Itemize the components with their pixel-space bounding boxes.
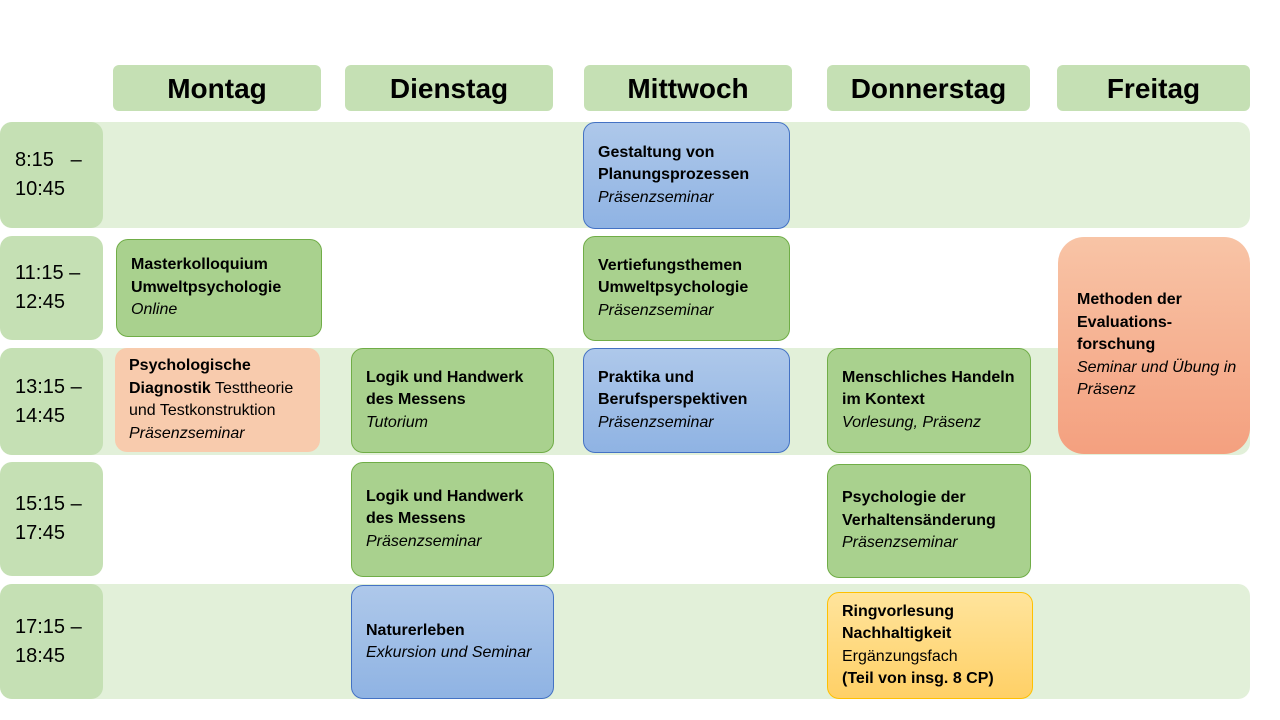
course-format: Vorlesung, Präsenz [842, 413, 982, 431]
course-format: Präsenzseminar [366, 532, 482, 550]
header-freitag: Freitag [1057, 65, 1250, 111]
course-format: Präsenzseminar [598, 188, 714, 206]
course-praktika-berufsperspektiven[interactable]: Praktika und Berufsperspektiven Präsenzs… [583, 348, 790, 453]
time-start: 17:15 – [15, 615, 82, 638]
course-title: Ringvorlesung Nachhaltigkeit [842, 602, 955, 643]
course-title: Masterkolloquium Umweltpsychologie [131, 256, 282, 296]
course-description: Psychologische Diagnostik Testtheorie un… [129, 355, 310, 423]
time-end: 10:45 [15, 178, 66, 200]
time-start: 8:15 – [15, 149, 82, 171]
course-masterkolloquium[interactable]: Masterkolloquium Umweltpsychologie Onlin… [116, 239, 322, 337]
course-title: Gestaltung von Planungsprozessen [598, 143, 750, 184]
course-format: Präsenzseminar [598, 413, 714, 431]
course-verhaltensaenderung[interactable]: Psychologie der Verhaltensänderung Präse… [827, 464, 1031, 578]
time-end: 18:45 [15, 644, 66, 667]
time-slot-4: 15:15 – 17:45 [0, 462, 103, 576]
course-title: Menschliches Handeln im Kontext [842, 368, 1015, 409]
time-end: 14:45 [15, 404, 66, 427]
course-ringvorlesung[interactable]: Ringvorlesung Nachhaltigkeit Ergänzungsf… [827, 592, 1033, 699]
time-start: 13:15 – [15, 375, 82, 398]
course-title: Methoden der Evaluations-forschung [1077, 291, 1182, 354]
course-format: Online [131, 301, 178, 319]
course-evaluationsforschung[interactable]: Methoden der Evaluations-forschung Semin… [1058, 237, 1250, 454]
course-title: Psychologische Diagnostik [129, 357, 251, 397]
course-format: Tutorium [366, 413, 428, 431]
course-format: Ergänzungsfach [842, 647, 958, 665]
course-title: Praktika und Berufsperspektiven [598, 368, 748, 409]
course-vertiefungsthemen[interactable]: Vertiefungsthemen Umweltpsychologie Präs… [583, 236, 790, 341]
time-slot-3: 13:15 – 14:45 [0, 348, 103, 455]
header-donnerstag: Donnerstag [827, 65, 1030, 111]
row-band-5 [0, 584, 1250, 699]
course-menschliches-handeln[interactable]: Menschliches Handeln im Kontext Vorlesun… [827, 348, 1031, 453]
course-psychologische-diagnostik[interactable]: Psychologische Diagnostik Testtheorie un… [115, 348, 320, 452]
course-logik-handwerk-seminar[interactable]: Logik und Handwerk des Messens Präsenzse… [351, 462, 554, 577]
header-montag: Montag [113, 65, 321, 111]
course-format: Präsenzseminar [842, 534, 958, 552]
header-dienstag: Dienstag [345, 65, 553, 111]
course-format: Seminar und Übung in Präsenz [1077, 358, 1237, 399]
time-slot-1: 8:15 – 10:45 [0, 122, 103, 228]
course-title: Logik und Handwerk des Messens [366, 368, 524, 409]
time-end: 17:45 [15, 522, 66, 544]
course-gestaltung-planungsprozessen[interactable]: Gestaltung von Planungsprozessen Präsenz… [583, 122, 790, 229]
course-title: Psychologie der Verhaltensänderung [842, 489, 996, 529]
course-credits: (Teil von insg. 8 CP) [842, 670, 994, 687]
course-title: Vertiefungsthemen Umweltpsychologie [598, 256, 749, 297]
course-title: Naturerleben [366, 621, 465, 639]
course-format: Präsenzseminar [129, 424, 245, 442]
course-naturerleben[interactable]: Naturerleben Exkursion und Seminar [351, 585, 554, 699]
course-logik-handwerk-tutorium[interactable]: Logik und Handwerk des Messens Tutorium [351, 348, 554, 453]
time-slot-5: 17:15 – 18:45 [0, 584, 103, 699]
time-start: 11:15 – [15, 262, 81, 284]
course-format: Präsenzseminar [598, 301, 714, 319]
course-format: Exkursion und Seminar [366, 644, 532, 661]
time-slot-2: 11:15 – 12:45 [0, 236, 103, 340]
course-subtitle: Testtheorie und Testkonstruktion [129, 379, 294, 420]
course-title: Logik und Handwerk des Messens [366, 487, 524, 528]
header-mittwoch: Mittwoch [584, 65, 792, 111]
time-end: 12:45 [15, 291, 66, 313]
time-start: 15:15 – [15, 493, 82, 515]
